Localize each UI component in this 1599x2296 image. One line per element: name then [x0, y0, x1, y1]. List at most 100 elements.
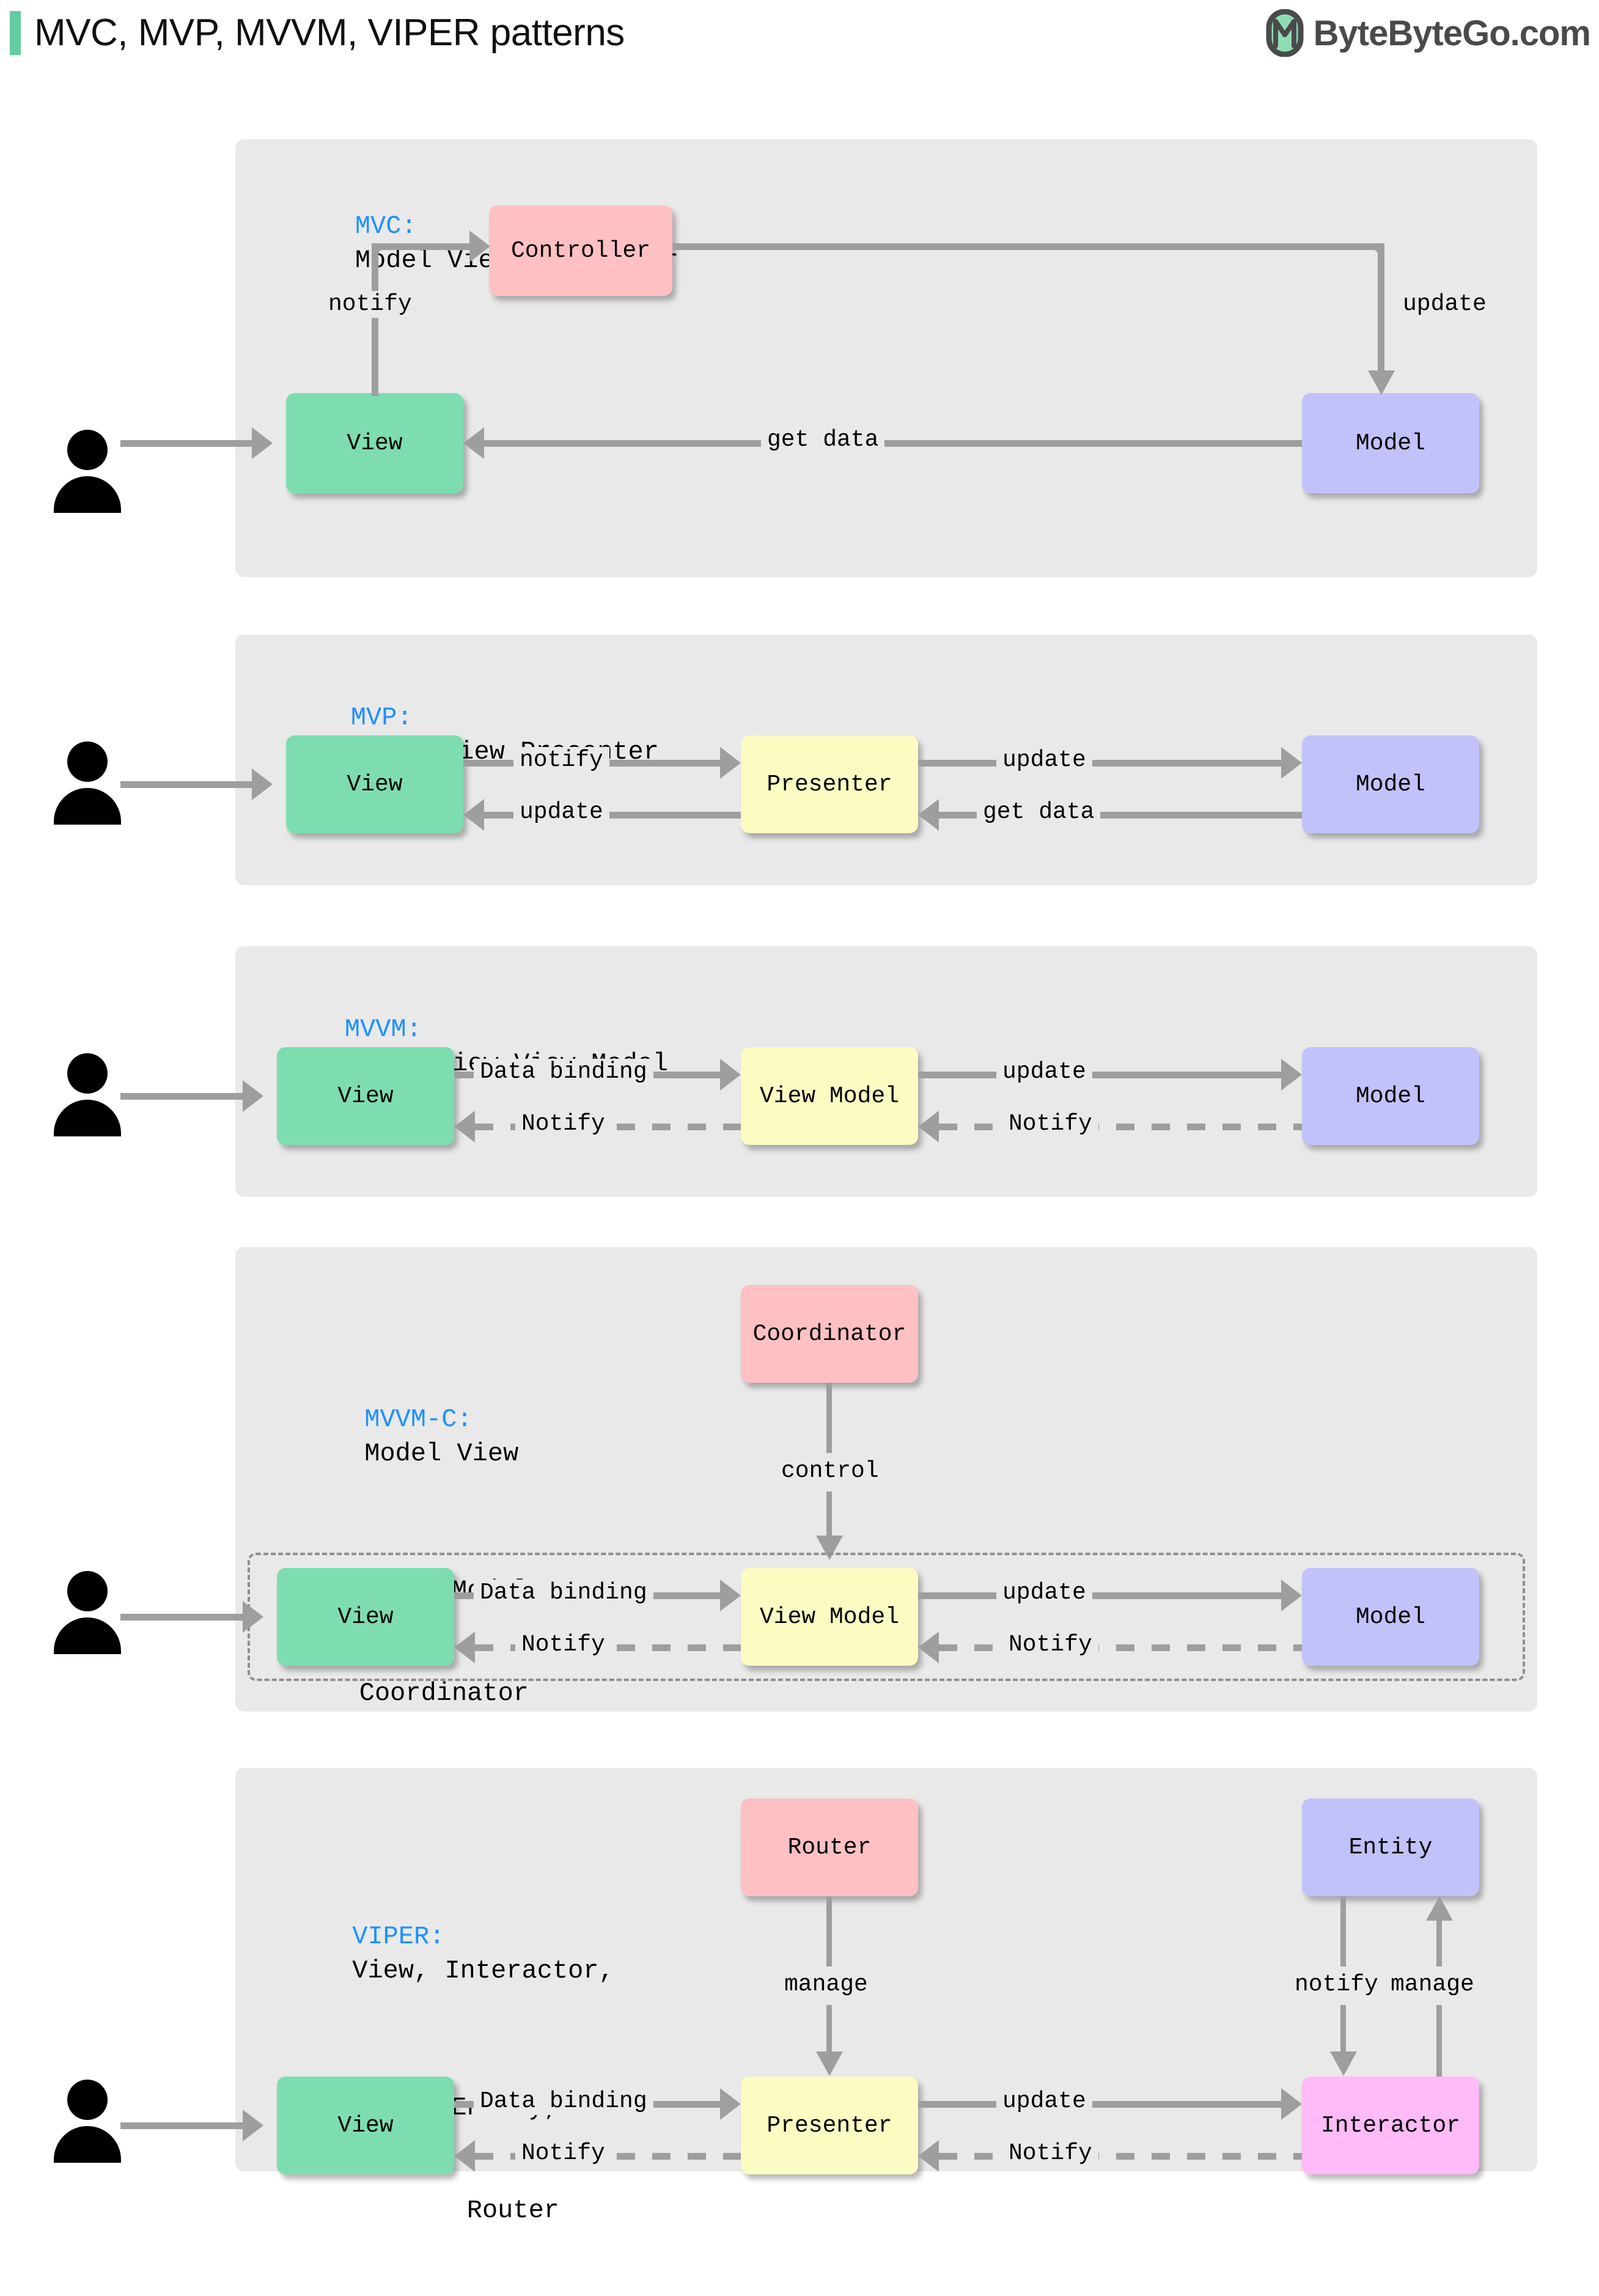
edge-label-data-binding: Data binding [474, 2088, 653, 2115]
edge-coordinator-control-arrowhead [816, 1536, 843, 1560]
section-viper-title: VIPER: View, Interactor, Presenter, Enti… [260, 1817, 614, 2296]
node-view-model[interactable]: View Model [741, 1568, 918, 1666]
edge-label-update: update [996, 1580, 1092, 1606]
user-head-shape [67, 741, 108, 782]
node-view[interactable]: View [277, 2077, 454, 2174]
section-viper-title-text-1: View, Interactor, [352, 1956, 614, 1985]
edge-user-view-line [120, 1093, 243, 1100]
section-mvvmc-key: MVVM-C: [364, 1405, 488, 1434]
edge-label-notify: Notify [515, 1632, 611, 1658]
edge-view-viewmodel-arrowhead [720, 1059, 741, 1091]
edge-view-presenter-arrowhead [720, 2088, 741, 2120]
edge-user-view-arrowhead [243, 1601, 263, 1633]
edge-model-presenter-line [939, 812, 1302, 819]
edge-router-manage-arrowhead [816, 2051, 843, 2076]
user-body-shape [54, 1100, 121, 1136]
edge-user-view-arrowhead [243, 2110, 263, 2141]
edge-view-viewmodel-arrowhead [720, 1580, 741, 1611]
node-view-model[interactable]: View Model [741, 1047, 918, 1145]
edge-model-viewmodel-arrowhead [918, 1632, 939, 1663]
brand-name: ByteByteGo.com [1313, 13, 1591, 53]
edge-label-manage-entity: manage [1384, 1971, 1480, 1998]
edge-label-get-data: get data [761, 427, 885, 454]
node-interactor[interactable]: Interactor [1302, 2077, 1479, 2174]
node-coordinator[interactable]: Coordinator [741, 1285, 918, 1383]
edge-viewmodel-model-arrowhead [1281, 1059, 1302, 1091]
edge-presenter-interactor-line [918, 2101, 1281, 2108]
node-model[interactable]: Model [1302, 393, 1479, 493]
node-router[interactable]: Router [741, 1798, 918, 1896]
user-body-shape [54, 476, 121, 513]
edge-entity-interactor-arrowhead [1330, 2051, 1357, 2076]
user-icon-mvvmc [54, 1571, 121, 1657]
section-mvc: MVC: Model View Controller Controller Vi… [120, 139, 1537, 577]
edge-model-viewmodel-dashline [939, 1644, 1302, 1651]
node-view[interactable]: View [286, 735, 463, 833]
edge-label-notify: Notify [515, 1111, 611, 1138]
user-body-shape [54, 2126, 121, 2163]
edge-interactor-presenter-arrowhead [918, 2140, 939, 2172]
user-head-shape [67, 2080, 108, 2120]
edge-presenter-view-arrowhead [463, 799, 484, 831]
edge-label-notify-model: Notify [1002, 1111, 1098, 1138]
node-view[interactable]: View [277, 1047, 454, 1145]
edge-label-notify: notify [513, 747, 609, 774]
edge-controller-model-corner [1358, 243, 1384, 270]
edge-coordinator-control-vline-top [826, 1383, 832, 1453]
section-viper: VIPER: View, Interactor, Presenter, Enti… [120, 1768, 1537, 2225]
edge-model-presenter-arrowhead [918, 799, 939, 831]
user-icon-viper [54, 2080, 121, 2165]
edge-label-notify-interactor: Notify [1002, 2140, 1098, 2167]
edge-user-view-line [120, 440, 252, 447]
edge-controller-model-vline [1378, 243, 1384, 375]
user-icon-mvp [54, 741, 121, 827]
section-mvvmc-title: MVVM-C: Model View View-Model Coordinato… [272, 1300, 529, 1779]
edge-model-view-arrowhead [463, 427, 484, 459]
user-head-shape [67, 430, 108, 470]
edge-presenter-model-arrowhead [1281, 747, 1302, 779]
node-entity[interactable]: Entity [1302, 1798, 1479, 1896]
user-icon-mvvm [54, 1053, 121, 1139]
edge-label-notify-entity: notify [1288, 1971, 1384, 1998]
node-presenter[interactable]: Presenter [741, 2077, 918, 2174]
section-viper-title-text-3: Router [466, 2196, 559, 2225]
node-model[interactable]: Model [1302, 1047, 1479, 1145]
edge-model-view-line [484, 440, 1302, 447]
edge-viewmodel-view-arrowhead [454, 1111, 475, 1142]
edge-label-get-data: get data [977, 799, 1101, 826]
edge-label-update-model: update [996, 747, 1092, 774]
node-view[interactable]: View [277, 1568, 454, 1666]
node-presenter[interactable]: Presenter [741, 735, 918, 833]
page-title: MVC, MVP, MVVM, VIPER patterns [34, 12, 625, 54]
edge-presenter-view-arrowhead [454, 2140, 475, 2172]
edge-label-data-binding: Data binding [474, 1580, 653, 1606]
section-viper-line-1: VIPER: View, Interactor, [260, 1885, 614, 2022]
edge-entity-interactor-vline-bottom [1340, 2005, 1346, 2055]
node-model[interactable]: Model [1302, 735, 1479, 833]
edge-interactor-entity-arrowhead [1426, 1896, 1453, 1921]
edge-label-update: update [513, 799, 609, 826]
node-model[interactable]: Model [1302, 1568, 1479, 1666]
section-mvp-key: MVP: [350, 703, 428, 732]
node-view[interactable]: View [286, 393, 463, 493]
edge-view-controller-hline [372, 243, 469, 250]
edge-viewmodel-model-arrowhead [1281, 1580, 1302, 1611]
edge-controller-model-hline [672, 243, 1384, 250]
edge-model-viewmodel-arrowhead [918, 1111, 939, 1142]
edge-presenter-interactor-arrowhead [1281, 2088, 1302, 2120]
edge-label-control: control [775, 1458, 885, 1485]
edge-router-manage-vline-bottom [826, 2005, 832, 2055]
edge-coordinator-control-vline-bottom [826, 1492, 832, 1539]
section-mvvm-key: MVVM: [344, 1015, 438, 1044]
edge-label-manage-router: manage [778, 1971, 874, 1998]
brand-logo-group: ByteByteGo.com [1266, 9, 1591, 57]
edge-entity-interactor-vline-top [1340, 1896, 1346, 1967]
edge-interactor-presenter-dashline [939, 2153, 1302, 2160]
edge-user-view-line [120, 2122, 243, 2129]
edge-view-controller-vline [372, 243, 378, 396]
user-icon-mvc [54, 430, 121, 515]
edge-user-view-line [120, 781, 252, 788]
node-controller[interactable]: Controller [489, 205, 672, 296]
section-mvc-key: MVC: [355, 212, 432, 241]
section-mvvm: MVVM: Model View View-Model View View Mo… [120, 946, 1537, 1197]
